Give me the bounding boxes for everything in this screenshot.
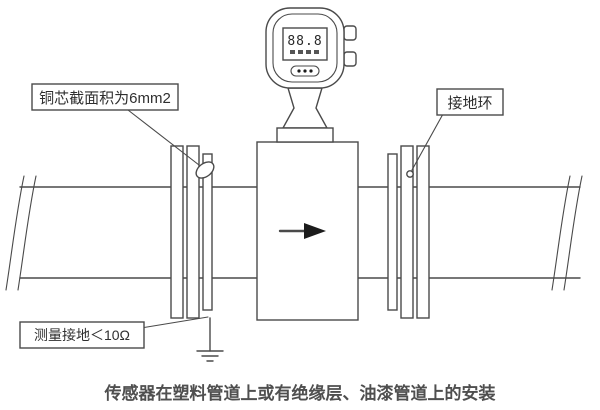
lcd-segment [298, 50, 303, 54]
label-measurement-ground: 测量接地＜10Ω [19, 321, 145, 349]
grounding-ring-marker [406, 170, 414, 178]
pipe-break-right-icon [563, 175, 583, 291]
grounding-ring-plate [202, 153, 213, 311]
label-copper-core-text: 铜芯截面积为6mm2 [39, 90, 171, 107]
right-flange-group [387, 145, 430, 319]
ground-symbol-icon [196, 317, 224, 362]
button-dot-icon [297, 69, 301, 73]
button-dot-icon [303, 69, 307, 73]
grounding-ring-plate [387, 153, 398, 311]
converter-bezel [272, 13, 338, 83]
flange-plate [400, 145, 414, 319]
label-measurement-ground-text: 测量接地＜10Ω [34, 327, 130, 343]
pipe-break-left-icon [17, 175, 37, 291]
leader-line-grounding-ring [411, 113, 444, 171]
lcd-segment [314, 50, 319, 54]
copper-wire-loop [195, 161, 215, 179]
label-box [436, 88, 504, 116]
flow-direction-arrow-icon [278, 223, 326, 239]
pipe-break-left-icon [5, 175, 25, 291]
flange-plate [170, 145, 184, 319]
label-box [19, 321, 145, 349]
label-grounding-ring: 接地环 [436, 88, 504, 116]
converter-neck [281, 87, 329, 129]
converter: 88.8 [265, 7, 357, 143]
lcd-segment [306, 50, 311, 54]
flange-plate [416, 145, 430, 319]
label-copper-core: 铜芯截面积为6mm2 [31, 83, 179, 111]
label-grounding-ring-text: 接地环 [447, 95, 492, 112]
caption: 传感器在塑料管道上或有绝缘层、油漆管道上的安装 [104, 383, 496, 403]
lcd-screen [282, 27, 328, 61]
lcd-reading: 88.8 [287, 34, 322, 49]
lcd-segment [290, 50, 295, 54]
bolt-icon [343, 25, 357, 41]
bolt-icon [343, 51, 357, 67]
pipe-break-right-icon [551, 175, 571, 291]
label-box [31, 83, 179, 111]
button-dot-icon [309, 69, 313, 73]
flange-plate [186, 145, 200, 319]
converter-base-plate [276, 127, 334, 143]
leader-line-copper-core [127, 109, 200, 166]
flow-arrow-head [304, 223, 326, 239]
leader-line-measurement-ground [140, 316, 209, 329]
button-panel [290, 65, 320, 77]
left-flange-group [170, 145, 213, 319]
